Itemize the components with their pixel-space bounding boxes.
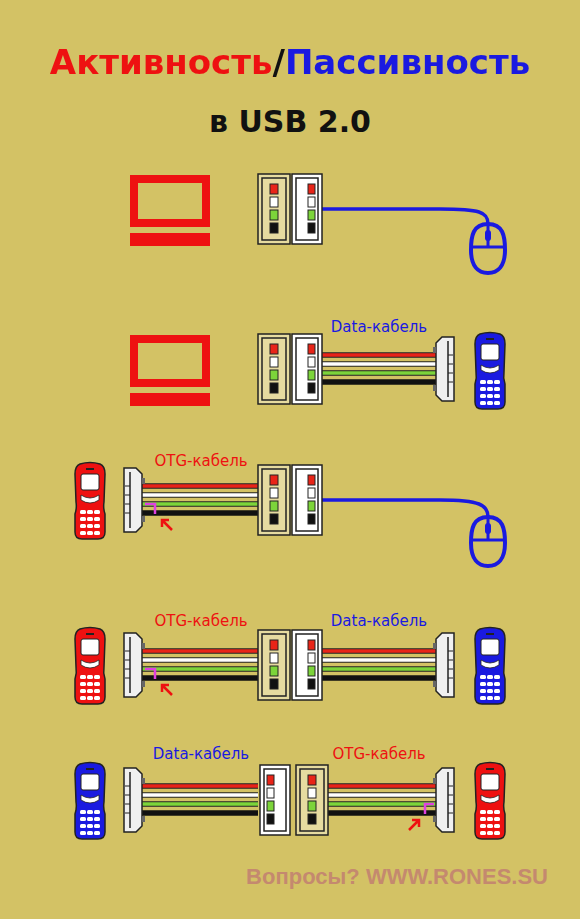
usb-a-socket <box>258 465 290 535</box>
usb-a-plug <box>260 765 290 835</box>
micro-usb-plug <box>124 768 145 832</box>
micro-usb-plug <box>433 337 454 401</box>
laptop-icon <box>130 179 210 246</box>
phone-icon <box>475 333 505 410</box>
row-host-phone <box>130 333 505 410</box>
usb-a-plug <box>292 630 322 700</box>
cable-wires <box>320 355 436 382</box>
row-host-mouse <box>130 174 505 273</box>
usb-a-socket <box>258 174 290 244</box>
id-jumper <box>145 669 155 679</box>
micro-usb-plug <box>124 468 145 532</box>
cable-wires <box>320 651 436 678</box>
cable-label: Data-кабель <box>331 612 427 630</box>
micro-usb-plug <box>124 633 145 697</box>
title-text: Активность/Пассивность <box>50 42 530 83</box>
cable-wires <box>322 786 438 813</box>
micro-usb-plug <box>433 633 454 697</box>
laptop-icon <box>130 339 210 406</box>
mouse-cable <box>320 500 488 517</box>
micro-usb-plug <box>433 768 454 832</box>
mouse-icon <box>471 224 505 273</box>
cable-wires <box>142 651 258 678</box>
phone-icon <box>475 628 505 705</box>
pointer-arrow <box>162 520 172 530</box>
usb-a-socket <box>258 630 290 700</box>
cable-wires <box>142 786 258 813</box>
phone-icon <box>75 628 105 705</box>
id-jumper <box>145 504 155 514</box>
cable-label: OTG-кабель <box>154 612 247 630</box>
mouse-icon <box>471 517 505 566</box>
cable-wires <box>142 486 258 513</box>
pointer-arrow <box>162 685 172 695</box>
id-jumper <box>425 804 434 814</box>
cable-label: Data-кабель <box>331 318 427 336</box>
usb-a-plug <box>292 334 322 404</box>
phone-icon <box>75 463 105 540</box>
phone-icon <box>475 763 505 840</box>
row-otg-phone <box>75 628 505 705</box>
cable-label: OTG-кабель <box>154 452 247 470</box>
usb-a-plug <box>292 465 322 535</box>
phone-icon <box>75 763 105 840</box>
website-watermark: Вопросы? WWW.RONES.SU <box>246 864 548 890</box>
usb-a-plug <box>292 174 322 244</box>
row-phone-otg <box>75 763 505 840</box>
cable-label: OTG-кабель <box>332 745 425 763</box>
subtitle-text: в USB 2.0 <box>209 104 371 140</box>
mouse-cable <box>320 209 488 224</box>
usb-a-socket <box>296 765 328 835</box>
row-otg-mouse <box>75 463 505 567</box>
usb-a-socket <box>258 334 290 404</box>
pointer-arrow <box>409 820 419 830</box>
cable-label: Data-кабель <box>153 745 249 763</box>
